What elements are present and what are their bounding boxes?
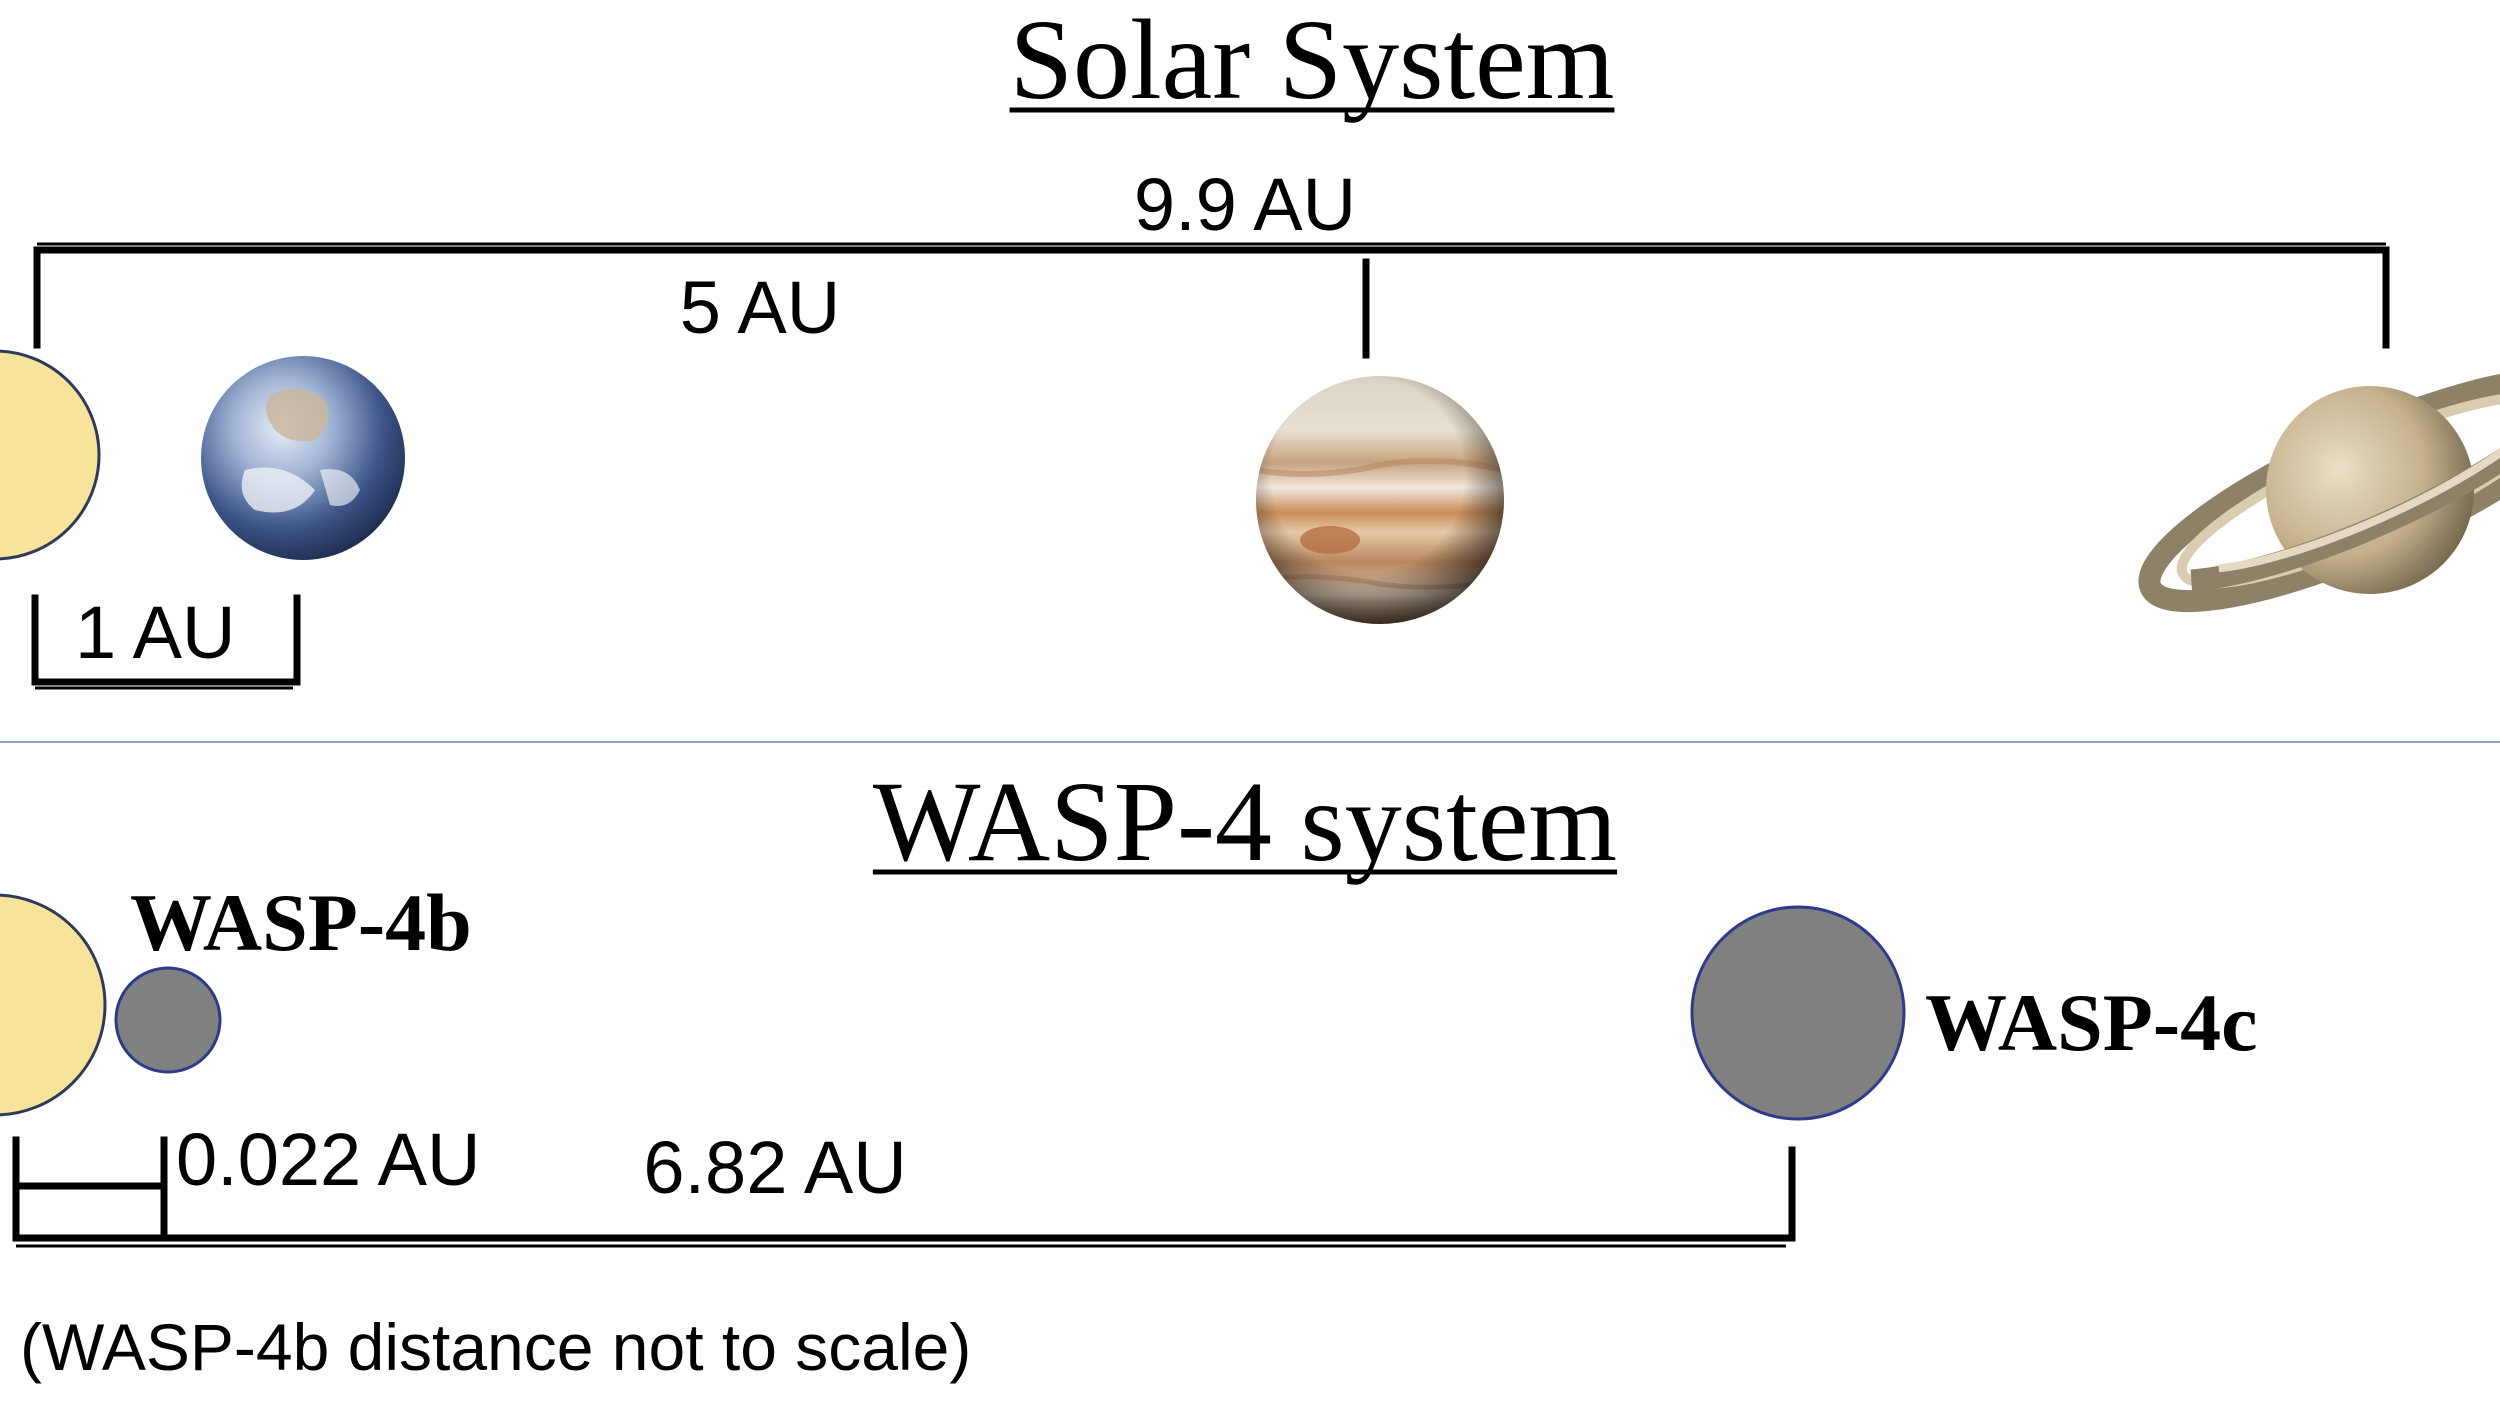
wasp4b-label: WASP-4b bbox=[130, 877, 472, 968]
saturn-distance-bar bbox=[33, 242, 2390, 349]
earth-icon bbox=[201, 356, 405, 560]
planet-b-distance-label: 0.022 AU bbox=[176, 1118, 480, 1201]
wasp4-star-icon bbox=[0, 893, 107, 1117]
scale-note: (WASP-4b distance not to scale) bbox=[20, 1310, 971, 1384]
wasp4c-label: WASP-4c bbox=[1925, 977, 2258, 1068]
earth-distance-label: 1 AU bbox=[75, 591, 235, 674]
jupiter-distance-label: 5 AU bbox=[680, 266, 840, 349]
wasp4c-planet-icon bbox=[1690, 905, 1906, 1121]
planet-c-distance-bar bbox=[12, 1146, 1796, 1248]
sun-icon bbox=[0, 349, 101, 561]
saturn-distance-label: 9.9 AU bbox=[1134, 163, 1356, 246]
jupiter-icon bbox=[1256, 376, 1504, 624]
wasp4-system-title: WASP-4 system bbox=[873, 758, 1617, 885]
saturn-icon bbox=[2138, 367, 2500, 613]
solar-system-title: Solar System bbox=[1010, 0, 1615, 123]
earth-distance-bar bbox=[31, 594, 301, 690]
planet-b-distance-bar bbox=[12, 1136, 168, 1242]
planet-c-distance-label: 6.82 AU bbox=[643, 1126, 906, 1209]
wasp4b-planet-icon bbox=[114, 966, 222, 1074]
